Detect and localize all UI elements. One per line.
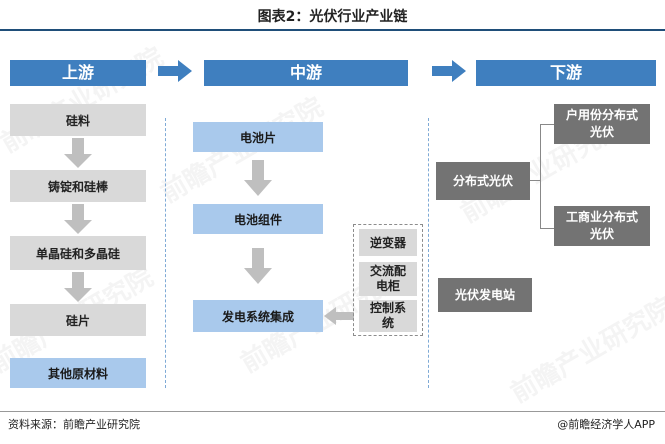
down-arrow-icon — [244, 160, 272, 196]
down-arrow-icon — [64, 272, 92, 302]
stage-arrow-icon — [158, 60, 192, 82]
connector-line — [530, 180, 540, 181]
title-divider — [0, 29, 665, 31]
down-arrow-icon — [64, 138, 92, 168]
connector-line — [540, 124, 541, 228]
downstream-residential-pv: 户用份分布式光伏 — [554, 104, 650, 144]
downstream-distributed-pv: 分布式光伏 — [436, 162, 530, 200]
upstream-item-ingot: 铸锭和硅棒 — [10, 170, 146, 202]
column-divider — [165, 118, 166, 388]
downstream-commercial-pv: 工商业分布式光伏 — [554, 206, 650, 246]
downstream-power-station: 光伏发电站 — [438, 278, 532, 312]
component-control-system: 控制系统 — [359, 300, 417, 332]
midstream-item-cell: 电池片 — [193, 122, 323, 152]
column-divider — [428, 118, 429, 388]
down-arrow-icon — [244, 248, 272, 284]
connector-line — [540, 228, 554, 229]
downstream-header: 下游 — [476, 60, 656, 86]
upstream-header: 上游 — [10, 60, 146, 86]
upstream-item-silicon-material: 硅料 — [10, 104, 146, 136]
midstream-item-system-integration: 发电系统集成 — [193, 300, 323, 332]
upstream-other-materials: 其他原材料 — [10, 358, 146, 388]
midstream-item-module: 电池组件 — [193, 204, 323, 234]
left-arrow-icon — [324, 307, 354, 325]
midstream-header: 中游 — [204, 60, 408, 86]
upstream-item-crystalline-silicon: 单晶硅和多晶硅 — [10, 236, 146, 270]
connector-line — [540, 124, 554, 125]
source-note: 资料来源：前瞻产业研究院 — [8, 418, 140, 431]
upstream-item-wafer: 硅片 — [10, 304, 146, 336]
footer-divider — [0, 411, 665, 412]
down-arrow-icon — [64, 204, 92, 234]
component-group — [353, 224, 423, 336]
component-inverter: 逆变器 — [359, 229, 417, 256]
page-title: 图表2：光伏行业产业链 — [257, 9, 408, 25]
component-ac-cabinet: 交流配电柜 — [359, 262, 417, 296]
brand-credit: @前瞻经济学人APP — [557, 418, 655, 431]
stage-arrow-icon — [432, 60, 466, 82]
